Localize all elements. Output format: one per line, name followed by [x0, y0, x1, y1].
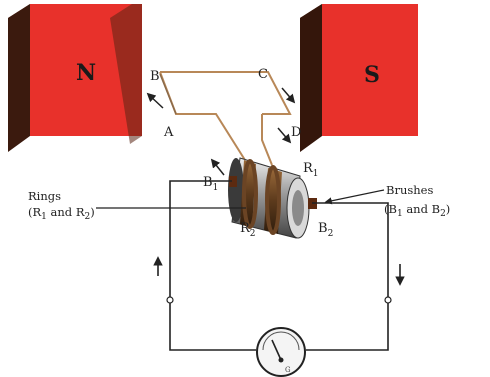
rings-title: Rings — [28, 189, 61, 203]
brush-b1-label: B1 — [203, 175, 218, 193]
brushes-leader-line — [324, 189, 385, 205]
rings-annotation: Rings (R1 and R2) — [28, 189, 246, 222]
current-arrow-coil-lead — [210, 158, 225, 176]
external-circuit: G — [153, 180, 405, 377]
coil-corner-b: B — [150, 69, 160, 84]
ring-r2-label: R2 — [240, 221, 256, 239]
coil-rotation-arrow-right-top — [281, 87, 296, 104]
slip-ring-assembly: B1 R1 R2 B2 — [203, 157, 333, 239]
circuit-wire-left — [169, 180, 256, 351]
south-magnet-side — [300, 4, 322, 152]
coil-abcd: B C A D — [146, 67, 301, 176]
galvanometer-dial — [256, 327, 306, 377]
coil-left-arm — [159, 71, 251, 169]
circuit-wire-right — [306, 202, 389, 351]
coil-top-arm — [160, 71, 292, 115]
coil-rotation-arrow-left — [146, 92, 164, 109]
north-magnet-side — [8, 4, 30, 152]
galvanometer: G — [256, 327, 306, 377]
terminal-right — [384, 296, 392, 304]
galvanometer-mark: G — [285, 366, 291, 374]
coil-rotation-arrow-right-bottom — [277, 127, 292, 144]
coil-right-arm — [261, 114, 273, 166]
terminal-left — [166, 296, 174, 304]
coil-corner-c: C — [258, 67, 268, 82]
south-magnet: S — [300, 4, 418, 152]
brush-b2-label: B2 — [318, 221, 333, 239]
coil-corner-a: A — [163, 125, 174, 140]
brushes-title: Brushes — [386, 183, 433, 197]
north-magnet: N — [8, 4, 142, 152]
brushes-detail: (B1 and B2) — [384, 202, 450, 219]
coil-corner-d: D — [291, 125, 301, 140]
south-magnet-face — [322, 4, 418, 136]
brushes-annotation: Brushes (B1 and B2) — [324, 183, 450, 219]
north-pole-label: N — [76, 60, 96, 86]
ring-r1-label: R1 — [303, 161, 319, 179]
galvanometer-needle — [271, 339, 282, 361]
brush-b1 — [229, 176, 237, 187]
south-pole-label: S — [364, 62, 380, 88]
rings-detail: (R1 and R2) — [28, 205, 95, 222]
